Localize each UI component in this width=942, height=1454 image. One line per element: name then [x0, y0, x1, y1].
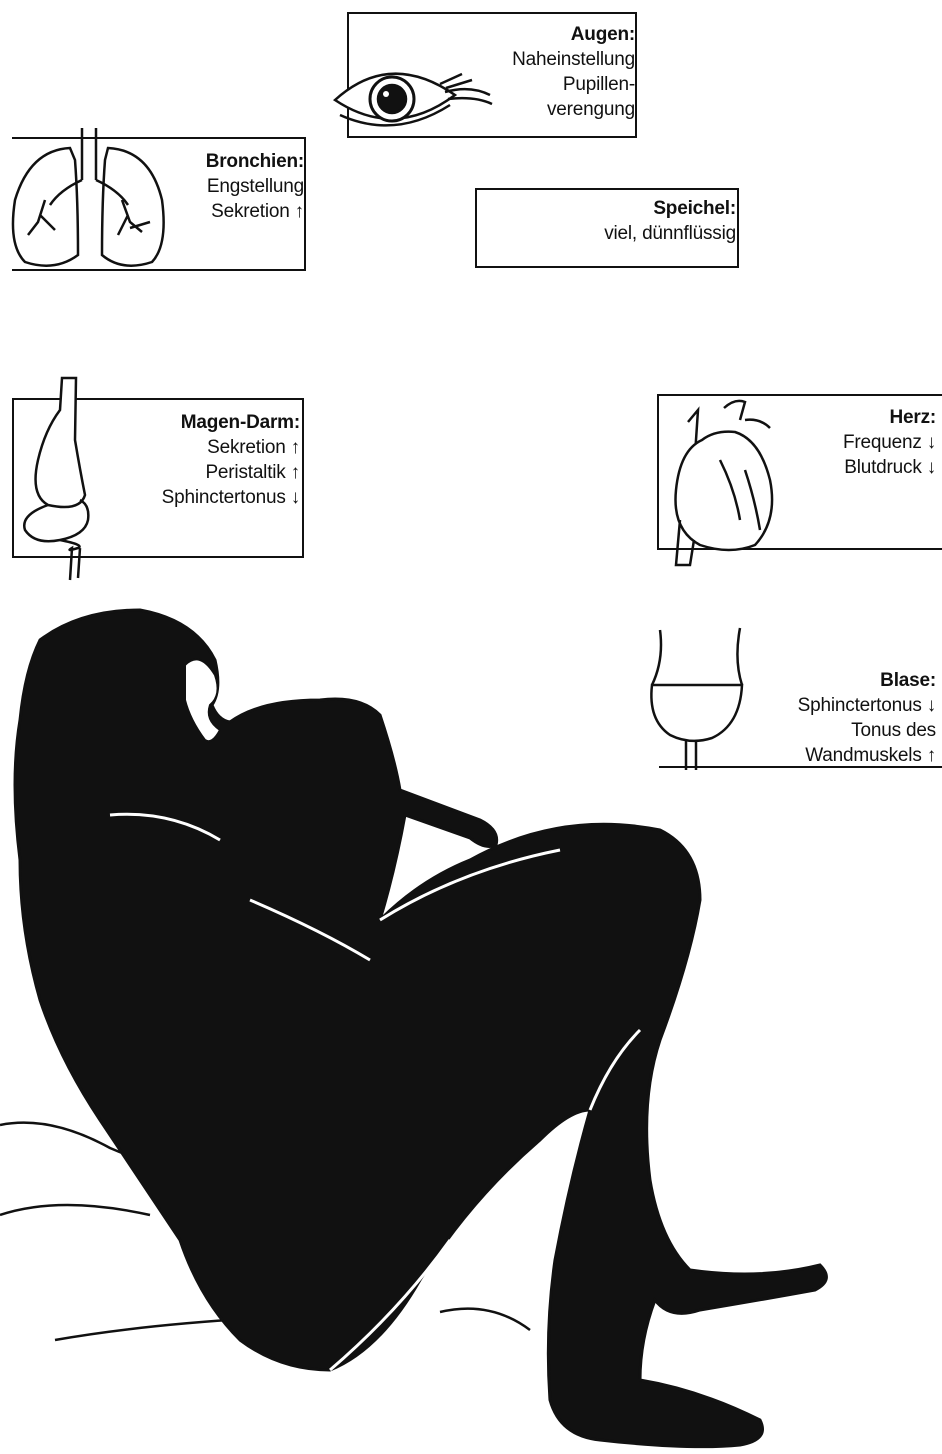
augen-title: Augen: [512, 22, 635, 47]
magen-darm-line-2: Peristaltik ↑ [162, 460, 300, 485]
magen-darm-text: Magen-Darm: Sekretion ↑ Peristaltik ↑ Sp… [162, 410, 300, 510]
blase-title: Blase: [798, 668, 936, 693]
speichel-line-1: viel, dünnflüssig [604, 221, 736, 246]
lungs-icon [13, 128, 164, 266]
speichel-title: Speichel: [604, 196, 736, 221]
bronchien-text: Bronchien: Engstellung Sekretion ↑ [206, 149, 304, 224]
bronchien-line-2: Sekretion ↑ [206, 199, 304, 224]
blase-text: Blase: Sphinctertonus ↓ Tonus des Wandmu… [798, 668, 936, 768]
herz-text: Herz: Frequenz ↓ Blutdruck ↓ [843, 405, 936, 480]
magen-darm-line-3: Sphinctertonus ↓ [162, 485, 300, 510]
heart-icon [676, 401, 773, 565]
augen-line-1: Naheinstellung [512, 47, 635, 72]
bladder-icon [651, 628, 742, 770]
bronchien-line-1: Engstellung [206, 174, 304, 199]
magen-darm-title: Magen-Darm: [162, 410, 300, 435]
blase-line-2: Tonus des [798, 718, 936, 743]
augen-text: Augen: Naheinstellung Pupillen- verengun… [512, 22, 635, 122]
stomach-intestine-icon [24, 378, 88, 580]
herz-line-1: Frequenz ↓ [843, 430, 936, 455]
blase-line-1: Sphinctertonus ↓ [798, 693, 936, 718]
augen-line-3: verengung [512, 97, 635, 122]
bronchien-title: Bronchien: [206, 149, 304, 174]
blase-line-3: Wandmuskels ↑ [798, 743, 936, 768]
augen-line-2: Pupillen- [512, 72, 635, 97]
eye-icon [335, 74, 492, 126]
magen-darm-line-1: Sekretion ↑ [162, 435, 300, 460]
speichel-text: Speichel: viel, dünnflüssig [604, 196, 736, 246]
herz-line-2: Blutdruck ↓ [843, 455, 936, 480]
herz-title: Herz: [843, 405, 936, 430]
